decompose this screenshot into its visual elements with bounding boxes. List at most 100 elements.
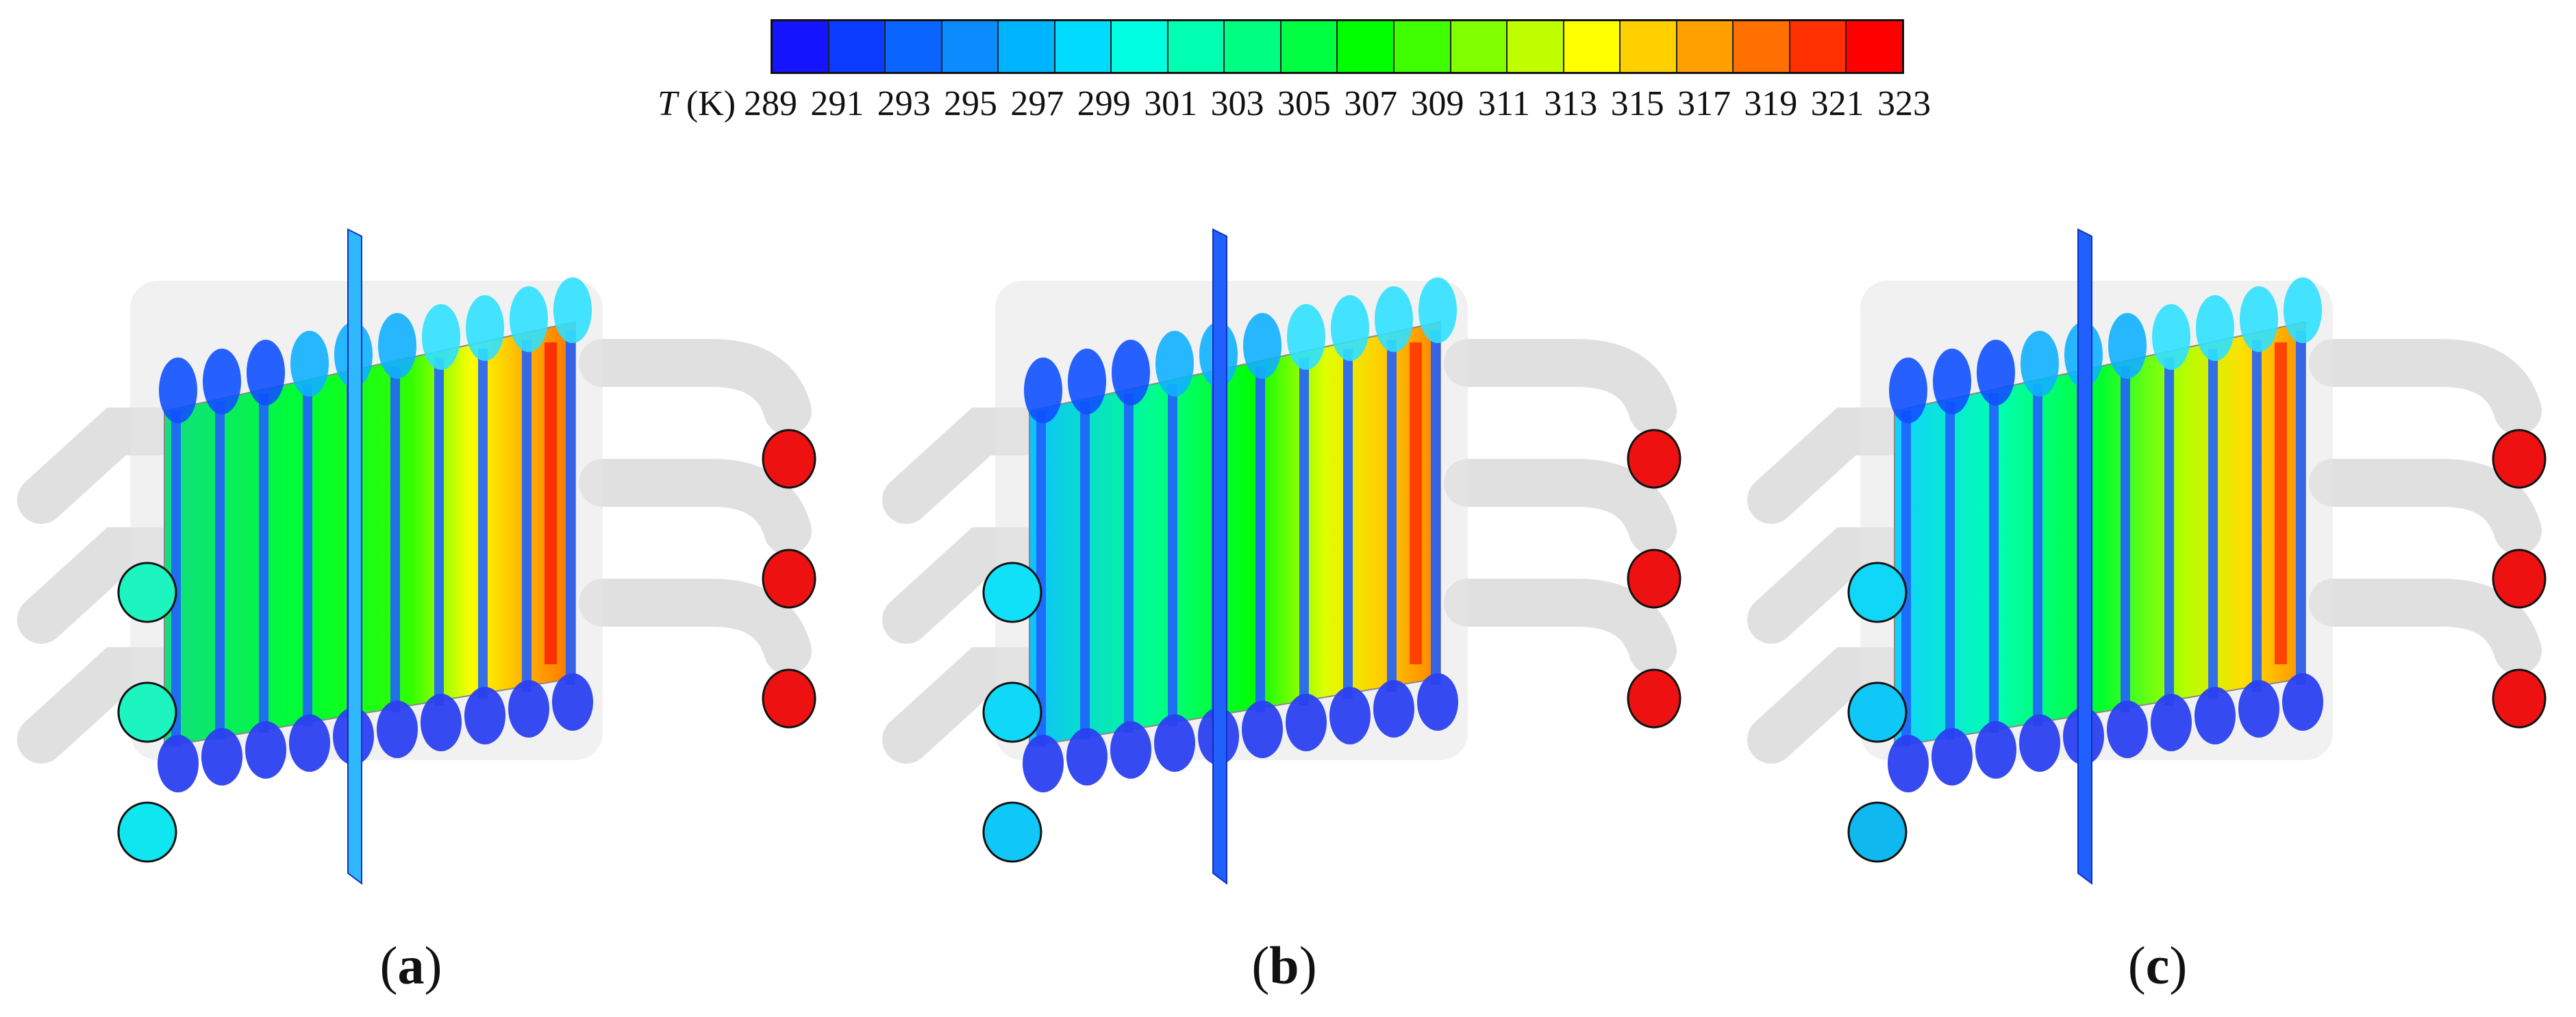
inlet-port (1847, 801, 1908, 863)
tube-top-cap (1243, 313, 1281, 379)
tube (1945, 402, 1955, 740)
colorbar-tick-label: 319 (1744, 84, 1798, 123)
colorbar-tick-label: 295 (944, 84, 998, 123)
outlet-port (762, 429, 816, 489)
tube-bottom-cap (1975, 721, 2016, 779)
tube-bottom-cap (1242, 701, 1283, 758)
tube-top-cap (2021, 331, 2059, 397)
tube (303, 384, 312, 726)
tube (1989, 393, 1999, 733)
inlet-port (1847, 562, 1908, 623)
colorbar-tick-label: 299 (1077, 84, 1131, 123)
tube-row (1023, 277, 1458, 792)
tube-bottom-cap (1286, 694, 1327, 751)
inlet-port (982, 681, 1042, 743)
caption-a: (a) (379, 936, 442, 995)
tube-top-cap (2196, 295, 2234, 361)
tube-top-cap (203, 349, 241, 414)
colorbar-tick-label: 297 (1010, 84, 1064, 123)
tube (522, 340, 532, 692)
tube-bottom-cap (2019, 714, 2060, 772)
caption-c: (c) (2127, 936, 2188, 995)
tube-bottom-cap (2282, 673, 2323, 731)
outlet-port (2492, 549, 2547, 609)
tube-top-cap (378, 313, 416, 379)
outlet-pipe (579, 579, 812, 675)
tube-top-cap (290, 331, 329, 397)
tube-bottom-cap (1110, 721, 1151, 779)
tube-top-cap (2240, 286, 2278, 352)
tube-top-cap (1375, 286, 1413, 352)
colorbar-symbol: T (658, 84, 677, 123)
panel-c-drawing (1747, 228, 2547, 885)
baffle-plate (2077, 228, 2092, 885)
outlet-pipe (579, 459, 812, 555)
tube-bottom-cap (1066, 728, 1108, 786)
tube-bottom-cap (421, 694, 462, 751)
tube (1343, 349, 1353, 699)
outlet-port (762, 549, 816, 609)
tube-top-cap (1068, 349, 1106, 414)
tube-bottom-cap (245, 721, 286, 779)
colorbar-tick-label: 293 (877, 84, 931, 123)
outlet-port (2492, 668, 2547, 729)
panel-a (0, 205, 858, 904)
colorbar-swatch-1 (773, 21, 829, 72)
tube (2033, 384, 2042, 726)
colorbar-swatch-5 (999, 21, 1055, 72)
inlet-port (117, 801, 177, 863)
colorbar-tick-label: 313 (1544, 84, 1598, 123)
tube (1036, 411, 1046, 746)
outlet-pipe (1444, 579, 1677, 675)
tube-top-cap (553, 277, 592, 343)
tube-top-cap (2108, 313, 2147, 379)
panel-a-drawing (17, 228, 816, 885)
tube (390, 366, 400, 712)
tube (259, 393, 268, 733)
colorbar-swatch-4 (942, 21, 999, 72)
colorbar-swatch-7 (1112, 21, 1168, 72)
inlet-port (982, 801, 1042, 863)
inlet-port (1847, 681, 1908, 743)
tube-bottom-cap (158, 735, 199, 792)
colorbar-tick-label: 323 (1877, 84, 1931, 123)
tube-bottom-cap (2238, 680, 2279, 738)
tube-top-cap (1977, 340, 2015, 405)
tube (1124, 393, 1134, 733)
tube-top-cap (2284, 277, 2322, 343)
inlet-port (117, 562, 177, 623)
outlet-pipe (2309, 339, 2542, 435)
outlet-port (2492, 429, 2547, 489)
colorbar-title: T (K) (658, 84, 736, 124)
colorbar-swatch-6 (1055, 21, 1112, 72)
tube-row (1888, 277, 2323, 792)
tube-top-cap (1889, 357, 1927, 423)
tube-bottom-cap (1329, 687, 1371, 744)
tube (478, 349, 488, 699)
colorbar-tick-label: 305 (1277, 84, 1331, 123)
tube-bottom-cap (508, 680, 549, 738)
tube (171, 411, 181, 746)
colorbar-tick-label: 321 (1810, 84, 1864, 123)
tube (1901, 411, 1911, 746)
colorbar-swatch-14 (1508, 21, 1564, 72)
tube-top-cap (1287, 304, 1325, 370)
tube-bottom-cap (2151, 694, 2192, 751)
tube-bottom-cap (552, 673, 593, 731)
tube (2296, 331, 2305, 685)
colorbar-swatch-2 (829, 21, 886, 72)
colorbar-swatch-15 (1564, 21, 1621, 72)
colorbar-tick-label: 303 (1210, 84, 1264, 123)
tube-top-cap (1418, 277, 1457, 343)
outlet-pipe (579, 339, 812, 435)
inlet-port (982, 562, 1042, 623)
outlet-pipe (1444, 459, 1677, 555)
panel-b (865, 205, 1723, 904)
colorbar-swatch-16 (1621, 21, 1677, 72)
colorbar-swatch-17 (1677, 21, 1734, 72)
colorbar-swatch-13 (1451, 21, 1508, 72)
colorbar-swatch-8 (1168, 21, 1225, 72)
tube-top-cap (159, 357, 197, 423)
caption-b-letter: b (1269, 936, 1299, 995)
